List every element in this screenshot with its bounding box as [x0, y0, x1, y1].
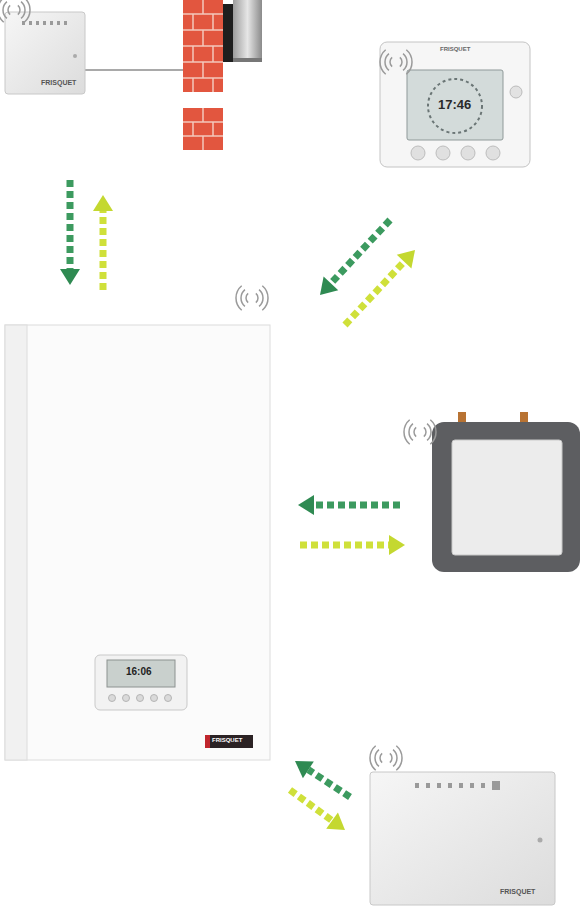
receiver-module: FRISQUET: [370, 772, 555, 905]
room-thermostat: FRISQUET17:46: [380, 42, 530, 167]
arrow-shaft: [100, 211, 107, 290]
boiler: 16:06FRISQUET: [5, 325, 270, 760]
radio-arrow: [93, 195, 113, 290]
outdoor-sensor: [223, 0, 262, 62]
arrow-shaft: [308, 770, 350, 797]
arrow-shaft: [67, 180, 74, 269]
radio-arrow: [298, 495, 405, 555]
boiler-body: [5, 286, 270, 760]
radio-arrow: [320, 220, 390, 295]
room-thermostat-body: [380, 42, 530, 167]
receiver-module: FRISQUET: [5, 12, 85, 94]
arrow-shaft: [345, 262, 404, 325]
radio-arrow: [290, 790, 345, 830]
arrow-shaft: [331, 220, 390, 283]
arrow-head: [93, 195, 113, 211]
control-box: [404, 412, 580, 572]
radio-arrow: [295, 761, 350, 797]
arrow-head: [397, 250, 415, 269]
arrow-head: [320, 276, 338, 295]
radio-arrow: [345, 250, 415, 325]
arrow-head: [295, 761, 314, 778]
brick-wall: [183, 0, 223, 150]
receiver-module-body: [0, 0, 85, 94]
arrow-shaft: [290, 790, 332, 821]
arrow-head: [60, 269, 80, 285]
radio-arrow: [60, 180, 80, 285]
receiver-module-body: [370, 746, 555, 905]
arrow-head: [326, 813, 345, 830]
